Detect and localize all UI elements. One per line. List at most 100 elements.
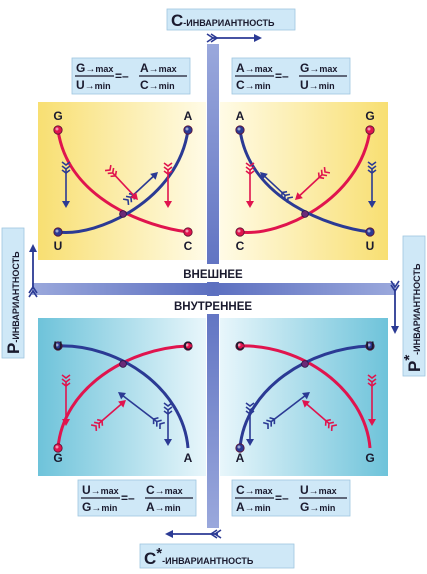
top-label-text: -ИНВАРИАНТНОСТЬ xyxy=(183,18,275,28)
svg-text:=–: =– xyxy=(275,491,289,505)
svg-text:G→max: G→max xyxy=(300,61,337,75)
arrow-blue-down xyxy=(61,161,71,208)
node-top-left xyxy=(53,125,63,135)
svg-text:=–: =– xyxy=(275,69,289,83)
arrow-blue-down xyxy=(367,161,377,208)
label-br: C xyxy=(184,239,193,253)
arrow-red-diag xyxy=(295,166,331,200)
label-tr: G xyxy=(365,109,374,123)
svg-text:U→min: U→min xyxy=(300,78,335,92)
svg-text:A→max: A→max xyxy=(236,61,273,75)
node-top-left xyxy=(235,125,245,135)
svg-text:P-ИНВАРИАНТНОСТЬ: P-ИНВАРИАНТНОСТЬ xyxy=(4,251,23,354)
node-top-left xyxy=(53,341,63,351)
formula-br-n2: U xyxy=(300,483,309,497)
top-label-letter: C xyxy=(171,11,183,30)
arrow-red-diag xyxy=(104,164,138,200)
arrow-red-down xyxy=(367,374,377,426)
blue-curve xyxy=(238,129,371,234)
svg-text:C→min: C→min xyxy=(140,78,175,92)
outer-label-bg xyxy=(166,264,262,282)
label-bl: U xyxy=(54,239,63,253)
arrow-red-down xyxy=(163,162,173,208)
arrow-blue-down xyxy=(163,402,173,446)
label-tr: C xyxy=(184,339,193,353)
left-p-invariance: P-ИНВАРИАНТНОСТЬ xyxy=(1,227,38,359)
intersection-dot xyxy=(119,210,127,218)
label-tl: A xyxy=(236,109,245,123)
svg-text:U→max: U→max xyxy=(300,483,337,497)
quadrant-top-left: G A U C xyxy=(53,109,192,253)
quadrant-top-right: A G C U xyxy=(235,109,377,253)
right-label-letter: P xyxy=(405,361,424,372)
label-br: A xyxy=(184,451,193,465)
red-curve xyxy=(239,129,372,234)
svg-text:C→min: C→min xyxy=(236,78,271,92)
svg-text:A→min: A→min xyxy=(236,500,271,514)
node-top-right xyxy=(365,341,375,351)
right-p-star-invariance: P*-ИНВАРИАНТНОСТЬ xyxy=(390,235,426,377)
bottom-c-star-invariance: C*-ИНВАРИАНТНОСТЬ xyxy=(139,529,295,569)
svg-text:A→max: A→max xyxy=(140,61,177,75)
formula-br-d1: A xyxy=(236,500,245,514)
bottom-label-text: -ИНВАРИАНТНОСТЬ xyxy=(162,556,254,566)
formula-tl-n1: G xyxy=(76,61,85,75)
node-bottom-left xyxy=(53,443,63,453)
svg-text:=–: =– xyxy=(115,69,129,83)
formula-tr-d2: U xyxy=(300,78,309,92)
formula-bottom-left: U→max G→min =– C→max A→min xyxy=(77,479,197,517)
formula-tr-d1: C xyxy=(236,78,245,92)
horizontal-axis xyxy=(32,283,395,295)
svg-text:G→max: G→max xyxy=(76,61,113,75)
formula-top-right: A→max C→min =– G→max U→min xyxy=(231,57,351,95)
label-tr: A xyxy=(184,109,193,123)
top-arrow-right xyxy=(206,33,262,43)
right-label-box xyxy=(402,235,426,377)
label-br: G xyxy=(365,451,374,465)
arrow-blue-diag xyxy=(118,392,166,430)
formula-tl-n2: A xyxy=(140,61,149,75)
label-br: U xyxy=(366,239,375,253)
left-label-text: -ИНВАРИАНТНОСТЬ xyxy=(11,251,21,343)
right-label-star: * xyxy=(401,355,418,361)
arrow-red-diag xyxy=(90,400,126,432)
inner-label: ВНУТРЕННЕЕ xyxy=(174,301,252,313)
svg-text:G→min: G→min xyxy=(300,500,335,514)
top-label-box xyxy=(166,8,296,31)
formula-tr-n2: G xyxy=(300,61,309,75)
blue-curve xyxy=(57,344,190,449)
node-top-right xyxy=(183,341,193,351)
formula-top-left: G→max U→min =– A→max C→min xyxy=(71,57,191,95)
arrow-blue-down xyxy=(245,402,255,446)
label-tl: G xyxy=(53,109,62,123)
right-arrow-down xyxy=(390,280,400,334)
left-label-box xyxy=(1,227,25,359)
svg-text:C→max: C→max xyxy=(236,483,273,497)
outer-label: ВНЕШНЕЕ xyxy=(183,269,243,281)
node-bottom-left xyxy=(53,227,63,237)
inner-label-bg xyxy=(158,296,270,314)
arrow-blue-diag xyxy=(262,392,310,430)
svg-text:=–: =– xyxy=(121,491,135,505)
svg-text:G→min: G→min xyxy=(82,500,117,514)
arrow-red-down xyxy=(61,374,71,426)
intersection-dot xyxy=(301,360,309,368)
svg-text:P*-ИНВАРИАНТНОСТЬ: P*-ИНВАРИАНТНОСТЬ xyxy=(401,263,424,372)
node-top-left xyxy=(235,341,245,351)
svg-text:C→max: C→max xyxy=(146,483,183,497)
label-bl: G xyxy=(53,451,62,465)
blue-curve xyxy=(57,129,190,234)
formula-tl-d2: C xyxy=(140,78,149,92)
formula-br-n1: C xyxy=(236,483,245,497)
arrow-red-diag xyxy=(302,400,338,432)
label-bl: A xyxy=(236,451,245,465)
label-bl: C xyxy=(236,239,245,253)
formula-bl-d2: A xyxy=(146,500,155,514)
intersection-dot xyxy=(119,360,127,368)
formula-bl-n1: U xyxy=(82,483,91,497)
red-curve xyxy=(239,344,372,449)
bottom-label-box xyxy=(139,543,295,569)
